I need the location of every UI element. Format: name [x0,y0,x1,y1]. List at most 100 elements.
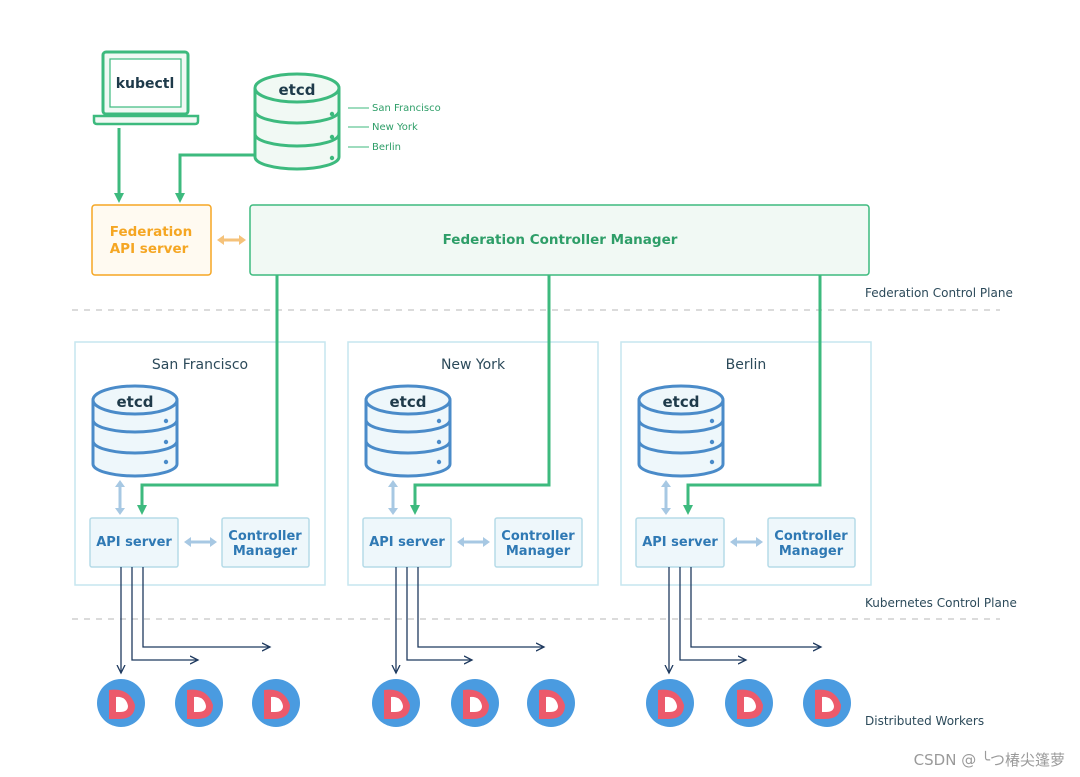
federation-controller-manager-box [249,204,870,276]
cluster-cm-line2: Manager [506,544,571,559]
arrowhead-right [239,235,246,245]
cluster-api-server-box [89,517,179,568]
arrowhead-up [115,480,125,487]
worker-node [725,679,773,727]
etcd-band [253,110,341,125]
fcm-to-berlin-api-arrow [683,275,822,515]
watermark: CSDN @ ╰つ椿尖篷萝 [914,750,1065,769]
distributed-workers-label: Distributed Workers [865,714,984,728]
cluster-etcd-band [91,419,179,434]
kubectl-laptop: kubectl [92,50,200,126]
cluster-etcd-top [91,384,179,416]
cluster-etcd-body [364,400,452,478]
arrowhead-down [661,508,671,515]
etcd-dot [329,155,335,161]
cluster-cm-line1: Controller [774,529,848,544]
cluster-name: San Francisco [152,357,248,373]
arrowhead-right [756,537,763,547]
api-to-worker-line [417,567,544,647]
etcd-location-ny: New York [372,122,418,133]
etcd-band [253,133,341,148]
cluster-etcd-top [637,384,725,416]
etcd-dot [329,111,335,117]
etcd-location-sf: San Francisco [372,103,441,114]
cluster-etcd-body [91,400,179,478]
etcd-dot [163,418,169,424]
api-to-worker-line [679,567,746,660]
cluster-etcd-band [364,419,452,434]
arrowhead-left [730,537,737,547]
cluster-api-server-label: API server [369,535,445,550]
laptop-base [92,114,200,126]
etcd-dot [329,134,335,140]
cluster-cm-line1: Controller [501,529,575,544]
worker-node [451,679,499,727]
cluster-etcd-label: etcd [390,393,427,411]
etcd-dot [709,418,715,424]
cluster-new-york: New York etcd API server Controller Mana… [347,341,599,586]
worker-node [252,679,300,727]
arrowhead-down [115,508,125,515]
etcd-location-berlin: Berlin [372,142,401,153]
worker-node [527,679,575,727]
worker-node [372,679,420,727]
worker-node [646,679,694,727]
arrowhead-left [217,235,224,245]
etcd-dot [163,439,169,445]
etcd-dot [163,459,169,465]
cluster-api-server-label: API server [96,535,172,550]
federation-control-plane-label: Federation Control Plane [865,286,1013,300]
arrowhead-down [388,508,398,515]
cluster-name: Berlin [726,357,767,373]
etcd-dot [709,439,715,445]
cluster-etcd-label: etcd [663,393,700,411]
cluster-etcd-band [637,419,725,434]
cluster-cm-line2: Manager [233,544,298,559]
worker-node [175,679,223,727]
arrowhead-right [210,537,217,547]
federation-etcd [253,72,341,171]
cluster-etcd-band [637,440,725,455]
cluster-controller-manager-box [221,517,310,568]
cluster-cm-line2: Manager [779,544,844,559]
federation-api-server-line1: Federation [110,224,192,240]
etcd-dot [436,459,442,465]
etcd-dot [436,418,442,424]
kubernetes-control-plane-label: Kubernetes Control Plane [865,596,1017,610]
cluster-etcd-band [91,440,179,455]
fcm-to-sf-api-arrow [137,275,279,515]
worker-node [97,679,145,727]
cluster-etcd-top [364,384,452,416]
workers [97,679,851,727]
api-to-worker-line [406,567,472,660]
arrowhead-up [388,480,398,487]
arrowhead-left [457,537,464,547]
kubectl-label: kubectl [116,76,175,92]
etcd-to-api-arrow [175,153,255,203]
arrowhead-right [483,537,490,547]
arrowhead-up [661,480,671,487]
worker-node [803,679,851,727]
federation-api-server-line2: API server [110,241,189,257]
cluster-berlin: Berlin etcd API server Controller Manage… [620,341,872,586]
cluster-controller-manager-box [767,517,856,568]
cluster-etcd-body [637,400,725,478]
cluster-etcd-band [364,440,452,455]
etcd-dot [436,439,442,445]
federation-etcd-label: etcd [279,81,316,99]
federation-api-server-box [91,204,212,276]
cluster-san-francisco: San Francisco etcd API server Controller… [74,341,326,586]
cluster-etcd-label: etcd [117,393,154,411]
federation-controller-manager-label: Federation Controller Manager [443,232,678,248]
etcd-dot [709,459,715,465]
laptop-inner-screen [109,58,182,108]
api-to-worker-line [142,567,270,647]
cluster-api-server-label: API server [642,535,718,550]
cluster-controller-manager-box [494,517,583,568]
cluster-cm-line1: Controller [228,529,302,544]
api-to-worker-line [690,567,821,647]
cluster-name: New York [441,357,506,373]
etcd-top [253,72,341,104]
api-to-worker-line [131,567,198,660]
